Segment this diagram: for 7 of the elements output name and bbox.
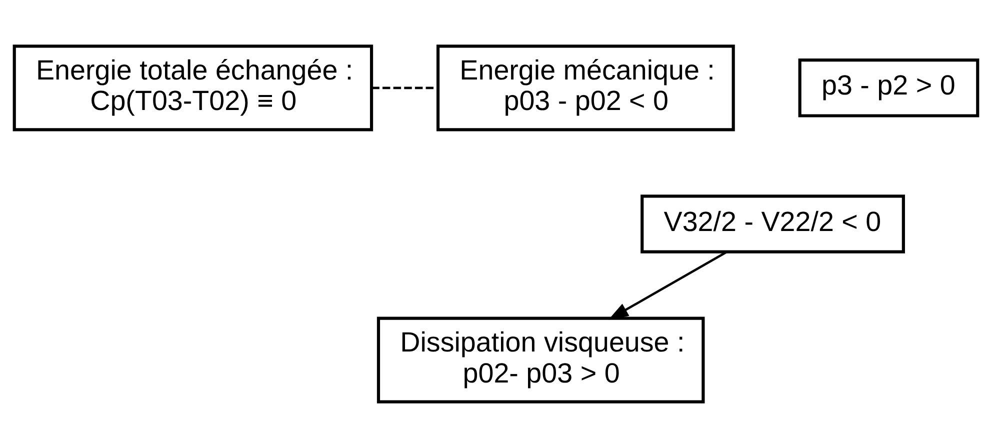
connector bbox=[372, 86, 438, 90]
node-box: Dissipation visqueuse : p02- p03 > 0 bbox=[376, 316, 705, 404]
arrow bbox=[608, 251, 727, 320]
node-box: Energie mécanique : p03 - p02 < 0 bbox=[436, 44, 735, 132]
node-box: V32/2 - V22/2 < 0 bbox=[640, 194, 905, 254]
node-box: p3 - p2 > 0 bbox=[798, 58, 980, 118]
node-box: Energie totale échangée : Cp(T03-T02) ≡ 0 bbox=[12, 44, 374, 132]
